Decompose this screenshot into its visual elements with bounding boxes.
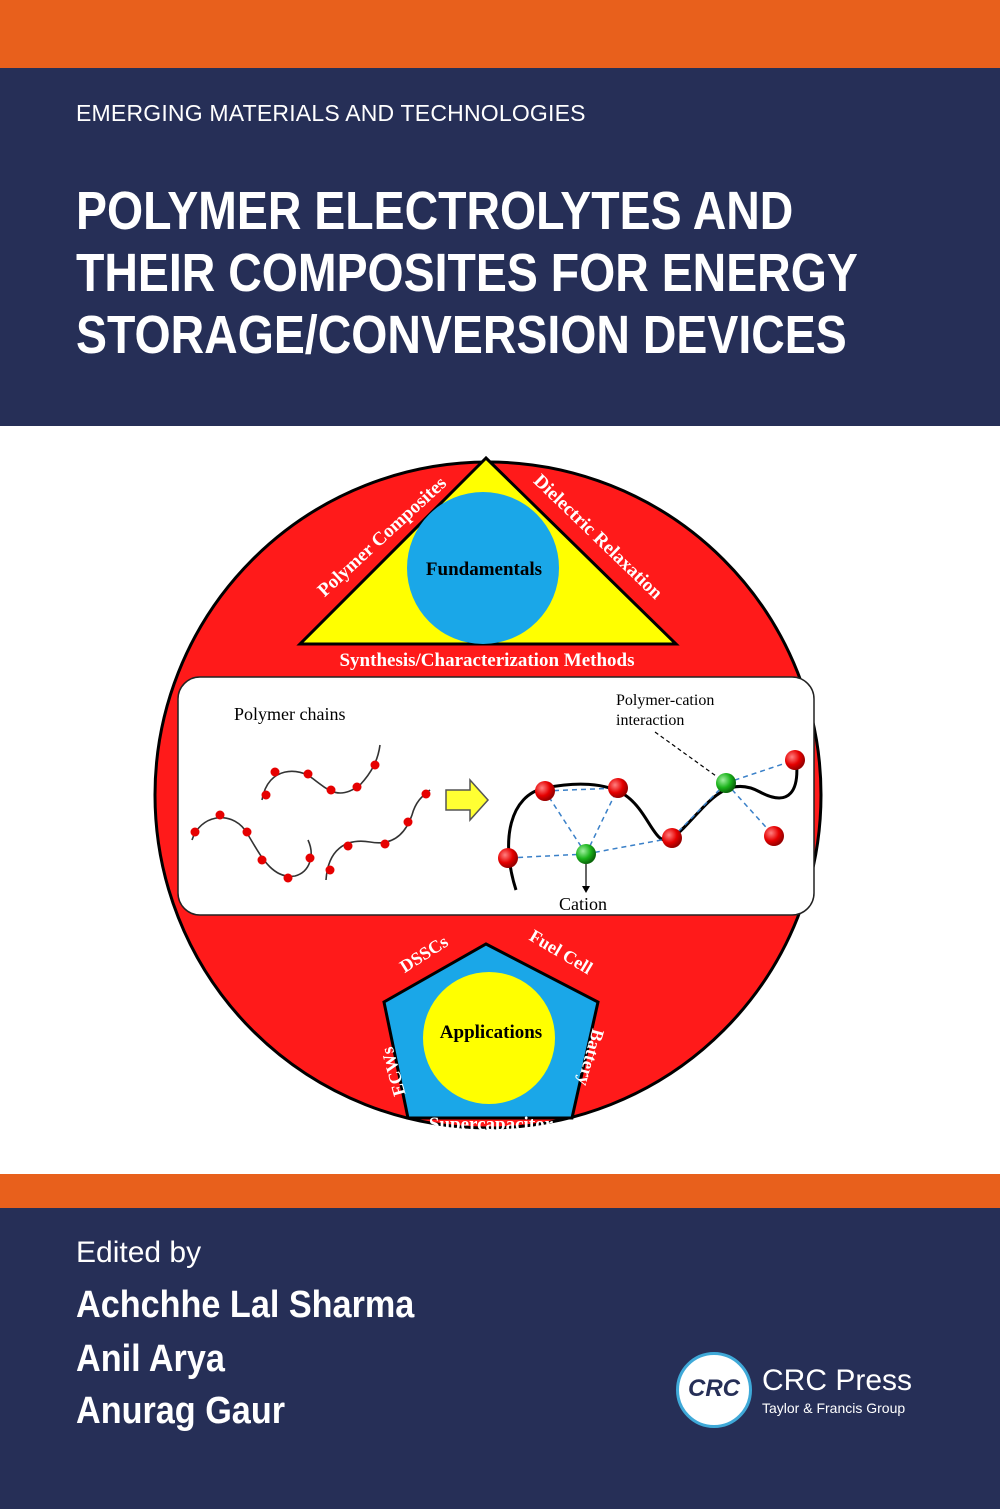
- applications-label: Applications: [440, 1022, 542, 1043]
- series-name: EMERGING MATERIALS AND TECHNOLOGIES: [76, 100, 586, 126]
- polymer-chain-beads: [190, 760, 431, 883]
- title-line-3: STORAGE/CONVERSION DEVICES: [76, 305, 847, 365]
- editor-name: Anil Arya: [76, 1338, 225, 1380]
- bottom-orange-band: [0, 1174, 1000, 1208]
- coordination-lines: [507, 759, 796, 859]
- top-orange-band: [0, 0, 1000, 68]
- polymer-chains-label: Polymer chains: [234, 704, 345, 724]
- editor-name: Achchhe Lal Sharma: [76, 1284, 415, 1326]
- polymer-chain-right: [507, 757, 799, 891]
- footer-navy-band: [0, 1208, 1000, 1509]
- editor-name: Anurag Gaur: [76, 1390, 286, 1432]
- applications-circle: [423, 972, 555, 1104]
- anion-sites: [498, 750, 805, 868]
- fundamentals-label: Fundamentals: [426, 559, 542, 580]
- cation-label: Cation: [559, 894, 607, 914]
- edited-by-label: Edited by: [76, 1236, 202, 1269]
- publisher-name: CRC Press: [762, 1364, 913, 1397]
- header-navy-band: [0, 68, 1000, 426]
- supercapacitor-label: Supercapacitor: [429, 1114, 554, 1135]
- book-title: POLYMER ELECTROLYTES AND THEIR COMPOSITE…: [76, 180, 953, 366]
- fundamentals-circle: [407, 492, 559, 644]
- crc-logo: CRC: [676, 1352, 752, 1428]
- interaction-pointer: [654, 731, 717, 777]
- chains-panel: [177, 676, 815, 916]
- title-line-1: POLYMER ELECTROLYTES AND: [76, 181, 794, 241]
- crc-logo-text: CRC: [688, 1375, 740, 1402]
- cover-illustration: Fundamentals Polymer Composites Dielectr…: [153, 455, 823, 1135]
- polymer-cation-label-1: Polymer-cation: [616, 692, 714, 709]
- polymer-cation-label-2: interaction: [616, 712, 684, 729]
- transition-arrow: [445, 778, 490, 822]
- title-line-2: THEIR COMPOSITES FOR ENERGY: [76, 243, 858, 303]
- synthesis-methods-label: Synthesis/Characterization Methods: [339, 650, 634, 671]
- cation-sites: [576, 773, 736, 864]
- publisher-subtitle: Taylor & Francis Group: [762, 1400, 906, 1416]
